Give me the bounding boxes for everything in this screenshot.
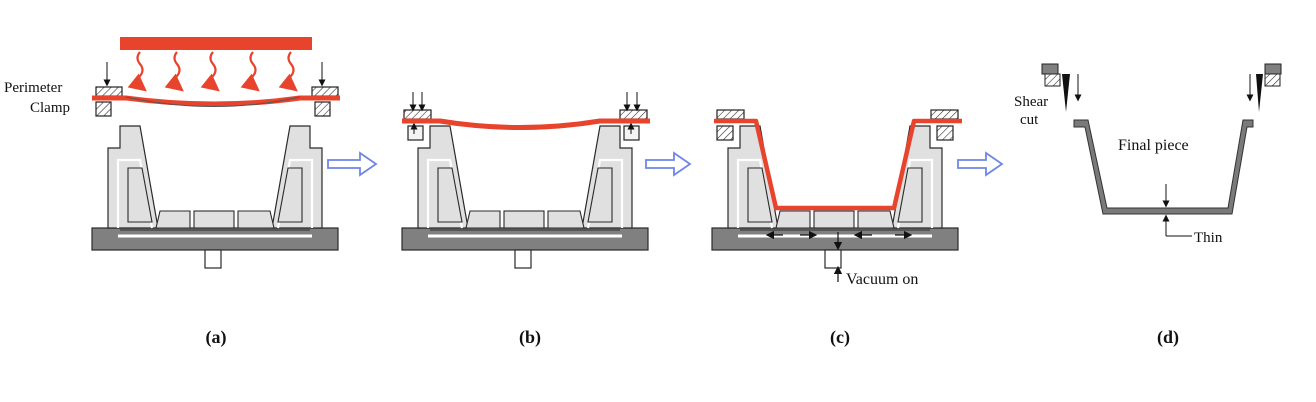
caption-c: (c) (830, 327, 850, 348)
cavity-block (775, 210, 811, 229)
plastic-sheet-b (402, 118, 650, 130)
vacuum-port (204, 249, 222, 269)
vacuum-on-label: Vacuum on (846, 271, 918, 288)
shear-label: Shear (1014, 94, 1048, 110)
mold-base-plate (401, 227, 649, 251)
vacuum-port (514, 249, 532, 269)
cavity-block (193, 210, 235, 229)
cavity-block (503, 210, 545, 229)
vacuum-flow-arrows (765, 230, 913, 282)
shear-block-left (1041, 63, 1059, 75)
heater-element (120, 37, 312, 50)
mold-c (711, 125, 959, 269)
panel-d (1041, 63, 1282, 237)
shear-block-right (1264, 63, 1282, 75)
caption-a: (a) (206, 327, 227, 348)
cut-label: cut (1020, 112, 1039, 128)
heat-radiation-arrows (127, 51, 298, 92)
shear-blade-right (1256, 74, 1263, 112)
formed-sheet-c (714, 118, 962, 211)
cavity-block (813, 210, 855, 229)
final-formed-part (1073, 119, 1254, 215)
process-arrow-a-b (327, 151, 378, 177)
clamp-right-c (930, 109, 959, 141)
molds (91, 125, 959, 269)
clamp-label: Clamp (30, 100, 70, 116)
shear-blade-left (1062, 74, 1070, 112)
caption-b: (b) (519, 327, 541, 348)
mold-inner-block-right (897, 167, 923, 223)
cavity-block (155, 210, 191, 229)
mold-a (91, 125, 339, 269)
perimeter-label: Perimeter (4, 80, 62, 96)
plastic-sheet-a (92, 95, 340, 107)
caption-d: (d) (1157, 327, 1179, 348)
mold-inner-block-left (437, 167, 463, 223)
clamp-left-b (403, 92, 432, 141)
clamp-right-b (619, 92, 648, 141)
thin-label: Thin (1194, 230, 1223, 246)
cavity-block (465, 210, 501, 229)
cavity-block (547, 210, 585, 229)
final-piece-label: Final piece (1118, 137, 1189, 154)
clamp-top-left-a (95, 62, 123, 117)
mold-base-plate (91, 227, 339, 251)
mold-base-plate (711, 227, 959, 251)
vacuum-port (824, 249, 842, 269)
cavity-block (857, 210, 895, 229)
cavity-block (237, 210, 275, 229)
clamp-top-right-a (311, 62, 339, 117)
process-arrow-c-d (957, 151, 1004, 177)
process-arrow-b-c (645, 151, 692, 177)
mold-inner-block-right (587, 167, 613, 223)
mold-inner-block-right (277, 167, 303, 223)
mold-b (401, 125, 649, 269)
mold-inner-block-left (747, 167, 773, 223)
mold-inner-block-left (127, 167, 153, 223)
